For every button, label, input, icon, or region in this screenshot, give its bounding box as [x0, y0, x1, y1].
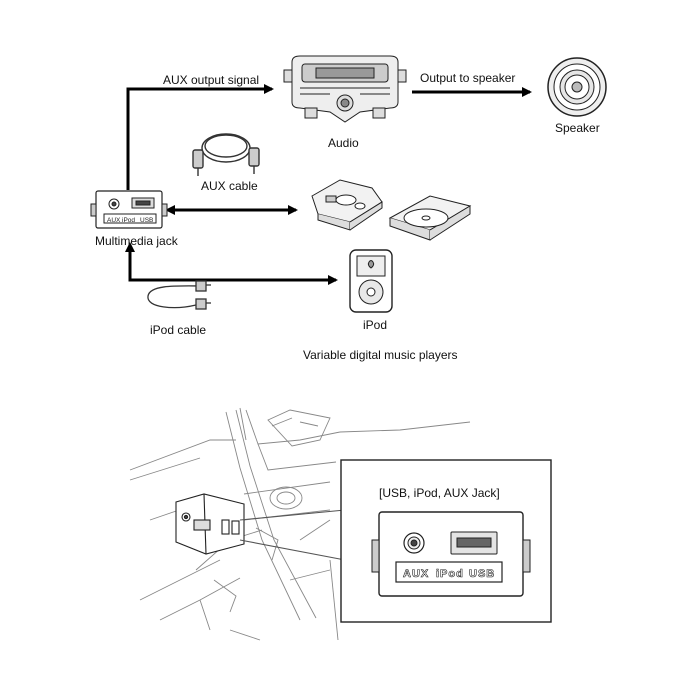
- label-output-to-speaker: Output to speaker: [420, 71, 516, 85]
- speaker-graphic: [547, 57, 607, 117]
- ipod-connection-arrow: [125, 242, 338, 285]
- cd-player-graphic: [388, 195, 472, 241]
- callout-aux-mark: AUX: [403, 568, 429, 580]
- callout-ipod-mark: iPod: [436, 568, 464, 580]
- label-variable-players: Variable digital music players: [303, 348, 458, 362]
- callout-usb-mark: USB: [469, 568, 495, 580]
- ipod-graphic: [349, 249, 393, 313]
- callout-title: [USB, iPod, AUX Jack]: [379, 486, 500, 500]
- jack-callout-box: [USB, iPod, AUX Jack] AUX iPod USB: [340, 459, 552, 623]
- aux-cable-graphic: [192, 133, 260, 176]
- label-aux-output-signal: AUX output signal: [163, 73, 260, 87]
- jack-aux-mark: AUX: [107, 217, 121, 224]
- dashboard-jack-graphic: [175, 493, 346, 561]
- jack-closeup-graphic: AUX iPod USB: [371, 511, 531, 597]
- multimedia-jack-graphic: AUX iPod USB: [90, 190, 168, 229]
- mp3-player-graphic: [311, 179, 383, 231]
- label-aux-cable: AUX cable: [201, 179, 258, 193]
- connection-arrows: [125, 84, 532, 285]
- label-audio: Audio: [328, 136, 359, 150]
- ipod-cable-graphic: [147, 280, 211, 310]
- label-speaker: Speaker: [555, 121, 600, 135]
- aux-output-arrow: [126, 84, 274, 190]
- label-multimedia-jack: Multimedia jack: [95, 234, 178, 248]
- jack-usb-mark: USB: [140, 217, 153, 224]
- label-ipod-cable: iPod cable: [150, 323, 207, 337]
- label-ipod: iPod: [363, 318, 388, 332]
- jack-ipod-mark: iPod: [122, 217, 135, 224]
- audio-head-unit: [283, 55, 407, 123]
